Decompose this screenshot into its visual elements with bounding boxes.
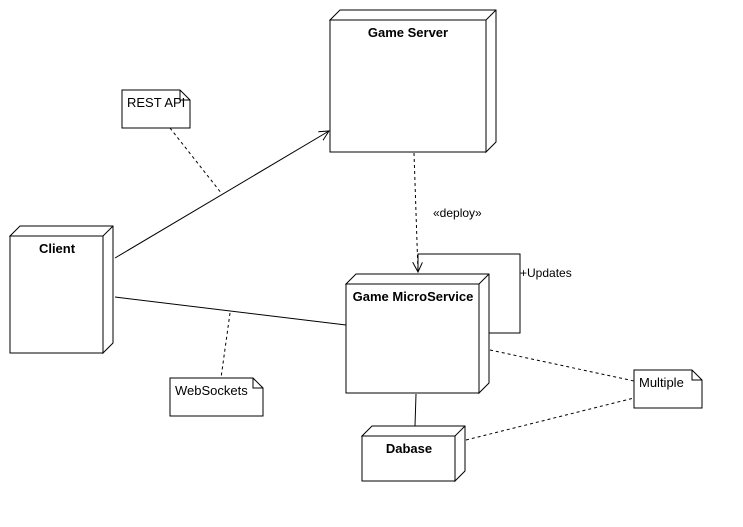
note-link-multiple-microservice	[489, 349, 635, 382]
note-rest-api[interactable]: REST API	[121, 89, 191, 129]
node-title-client: Client	[39, 241, 76, 256]
edge-client-to-microservice[interactable]	[114, 296, 347, 326]
note-multiple[interactable]: Multiple	[633, 369, 703, 409]
edge-client-to-game-server[interactable]	[114, 131, 329, 259]
node-title-game-server: Game Server	[368, 25, 448, 40]
note-link-rest-api	[169, 127, 223, 195]
edge-label-deploy: «deploy»	[433, 206, 482, 220]
node-database[interactable]: Dabase	[360, 425, 466, 483]
node-game-server[interactable]: Game Server	[328, 9, 497, 154]
note-text-rest-api: REST API	[127, 95, 185, 110]
note-link-websockets	[220, 312, 231, 379]
edge-updates-loop[interactable]	[417, 253, 521, 334]
note-text-multiple: Multiple	[639, 375, 684, 390]
edge-label-updates: +Updates	[520, 266, 572, 280]
edge-microservice-to-database[interactable]	[414, 393, 417, 427]
note-text-websockets: WebSockets	[175, 383, 248, 398]
note-websockets[interactable]: WebSockets	[169, 377, 264, 417]
node-title-database: Dabase	[386, 441, 432, 456]
note-link-multiple-database	[465, 397, 635, 441]
edge-deploy[interactable]	[414, 152, 418, 272]
node-game-microservice[interactable]: Game MicroService	[344, 273, 490, 395]
node-title-game-microservice: Game MicroService	[353, 289, 474, 304]
node-client[interactable]: Client	[8, 225, 114, 355]
